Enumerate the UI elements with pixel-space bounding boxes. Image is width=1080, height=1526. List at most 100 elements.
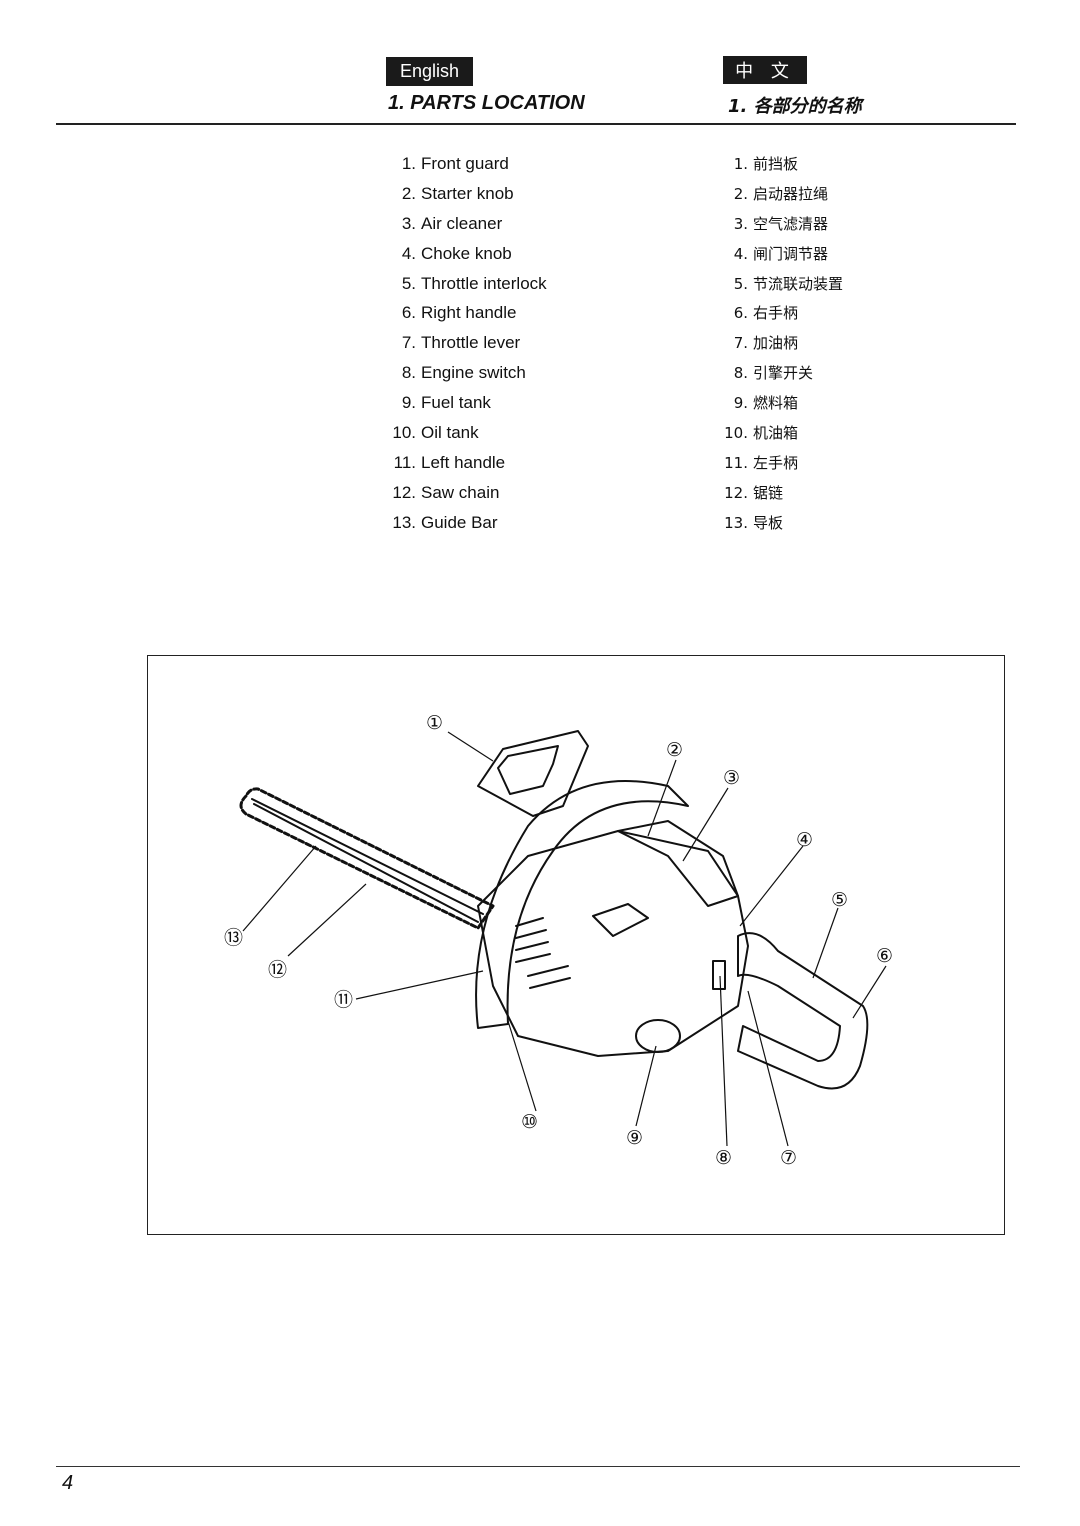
part-number: 3.: [401, 213, 416, 233]
part-item-english: 9.Fuel tank: [380, 392, 640, 422]
part-item-chinese: 13. 导板: [712, 512, 932, 542]
part-number: 13.: [724, 513, 748, 532]
part-item-chinese: 12.锯链: [712, 482, 932, 512]
page-number: 4: [62, 1472, 74, 1494]
part-label: 导板: [753, 513, 784, 532]
part-item-english: 7.Throttle lever: [380, 332, 640, 362]
part-label: Left handle: [421, 452, 506, 472]
callout-12: ⑫: [268, 959, 287, 981]
part-label: Guide Bar: [421, 512, 498, 532]
starter-knob-outline: [592, 903, 649, 937]
part-number: 4.: [401, 243, 416, 263]
part-item-english: 3.Air cleaner: [380, 213, 640, 243]
part-label: 加油柄: [753, 334, 799, 353]
right-handle-outline: [737, 932, 869, 1090]
parts-list-english: 1. Front guard 2.Starter knob 3.Air cleaner…: [380, 153, 640, 542]
part-label: Front guard: [421, 154, 509, 173]
part-label: 机油箱: [753, 424, 799, 443]
part-label: 节流联动装置: [753, 274, 844, 293]
fuel-tank-cap: [635, 1019, 681, 1053]
part-label: 燃料箱: [753, 394, 799, 413]
left-handle-outline: [475, 780, 689, 1029]
callout-11: ⑪: [334, 989, 353, 1011]
part-number: 6.: [401, 303, 416, 323]
part-number: 11.: [724, 453, 748, 472]
part-number: 12.: [724, 483, 748, 502]
part-number: 1.: [733, 155, 748, 173]
part-number: 10.: [724, 424, 748, 443]
part-item-english: 11.Left handle: [380, 452, 640, 482]
callout-3: ③: [723, 767, 740, 789]
part-item-english: 8.Engine switch: [380, 362, 640, 392]
part-label: Starter knob: [421, 183, 514, 203]
engine-switch-shape: [712, 960, 726, 990]
part-item-english: 1. Front guard: [380, 153, 640, 183]
part-label: 右手柄: [753, 304, 799, 323]
part-item-english: 4.Choke knob: [380, 243, 640, 273]
part-item-chinese: 4.闸门调节器: [712, 243, 932, 273]
callout-7: ⑦: [780, 1147, 797, 1169]
part-number: 7.: [733, 334, 748, 353]
part-item-chinese: 6. 右手柄: [712, 302, 932, 332]
part-item-chinese: 10. 机油箱: [712, 422, 932, 452]
part-number: 5.: [733, 274, 748, 293]
part-item-english: 6.Right handle: [380, 302, 640, 332]
guide-bar-outline: [251, 798, 484, 923]
part-label: 空气滤清器: [753, 214, 829, 233]
chainsaw-diagram: ① ② ③ ④ ⑤ ⑥ ⑦ ⑧ ⑨ ⑩ ⑪ ⑫ ⑬: [147, 655, 1005, 1235]
callout-1: ①: [426, 712, 443, 734]
part-number: 2.: [733, 184, 748, 203]
part-item-english: 13.Guide Bar: [380, 512, 640, 542]
part-label: Engine switch: [421, 363, 526, 383]
callout-5: ⑤: [831, 889, 848, 911]
callout-6: ⑥: [876, 945, 893, 967]
part-number: 7.: [401, 333, 416, 353]
part-item-chinese: 2. 启动器拉绳: [712, 183, 932, 213]
part-number: 4.: [733, 244, 748, 263]
callout-8: ⑧: [715, 1147, 732, 1169]
part-item-chinese: 5. 节流联动装置: [712, 273, 932, 303]
part-item-chinese: 7. 加油柄: [712, 332, 932, 362]
part-number: 8.: [401, 363, 416, 383]
part-label: Saw chain: [421, 482, 500, 502]
part-label: Choke knob: [421, 243, 512, 263]
callout-13: ⑬: [224, 927, 243, 949]
part-number: 9.: [401, 393, 416, 413]
part-item-chinese: 8. 引擎开关: [712, 362, 932, 392]
part-label: Oil tank: [421, 423, 479, 443]
part-item-english: 5.Throttle interlock: [380, 273, 640, 303]
part-label: Throttle interlock: [421, 273, 547, 293]
chinese-language-badge: 中 文: [723, 56, 807, 84]
callout-2: ②: [666, 739, 683, 761]
part-number: 8.: [733, 364, 748, 383]
part-number: 9.: [733, 394, 748, 413]
header-divider: [56, 123, 1016, 125]
chainsaw-illustration: ① ② ③ ④ ⑤ ⑥ ⑦ ⑧ ⑨ ⑩ ⑪ ⑫ ⑬: [224, 712, 893, 1169]
part-item-chinese: 11. 左手柄: [712, 452, 932, 482]
section-title-chinese: 1. 各部分的名称: [728, 96, 862, 117]
air-cleaner-outline: [617, 820, 739, 907]
callout-10: ⑩: [521, 1111, 538, 1133]
part-number: 11.: [393, 452, 416, 472]
part-number: 1.: [401, 154, 416, 173]
part-label: 引擎开关: [753, 364, 814, 383]
part-item-english: 10.Oil tank: [380, 422, 640, 452]
part-number: 5.: [401, 273, 416, 293]
part-number: 2.: [401, 183, 416, 203]
callout-4: ④: [796, 829, 813, 851]
part-number: 6.: [733, 304, 748, 323]
engine-body-outline: [477, 830, 749, 1057]
part-number: 12.: [392, 482, 416, 502]
part-label: 左手柄: [753, 453, 799, 472]
part-number: 3.: [733, 214, 748, 233]
part-item-chinese: 3. 空气滤清器: [712, 213, 932, 243]
part-item-chinese: 9. 燃料箱: [712, 392, 932, 422]
part-number: 13.: [392, 512, 416, 532]
saw-chain-outline: [239, 787, 495, 930]
part-item-chinese: 1. 前挡板: [712, 153, 932, 183]
part-label: 启动器拉绳: [753, 184, 829, 203]
part-item-english: 12.Saw chain: [380, 482, 640, 512]
footer-divider: [56, 1466, 1020, 1467]
part-label: 前挡板: [753, 155, 799, 173]
